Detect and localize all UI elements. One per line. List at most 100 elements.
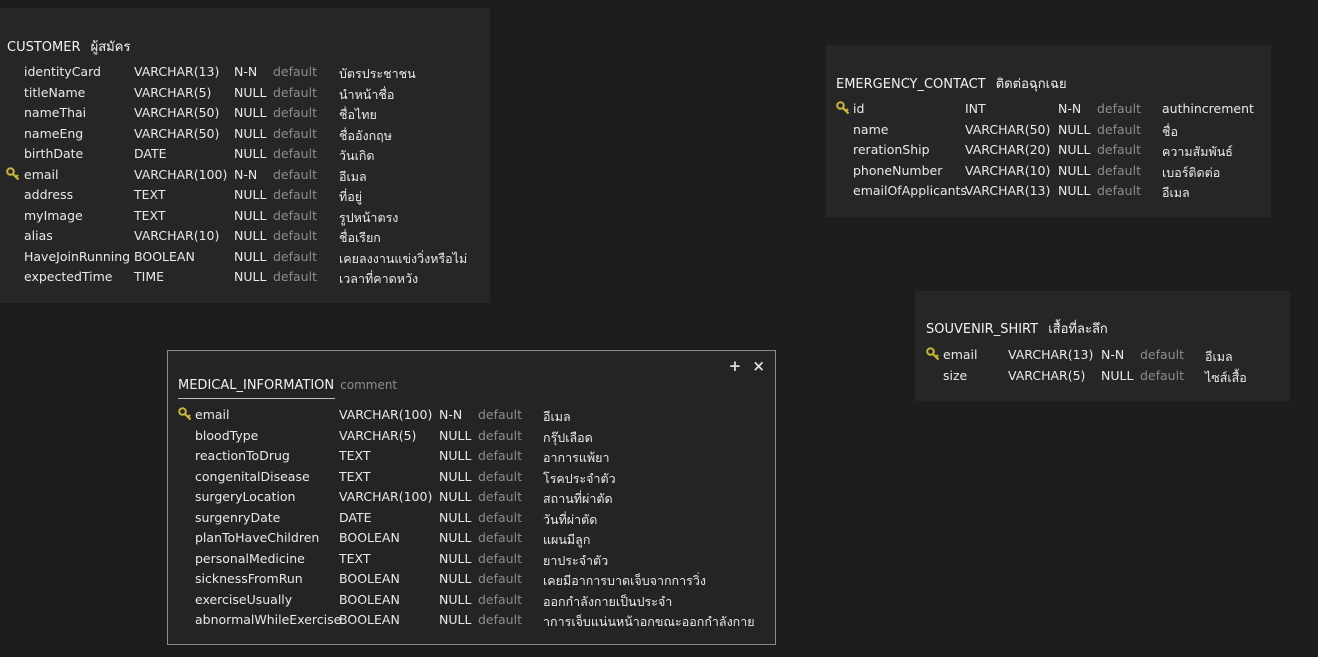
column-comment[interactable]: เคยลงงานแข่งวิ่งหรือไม่	[339, 250, 468, 266]
column-comment[interactable]: ชื่ออังกฤษ	[339, 127, 392, 143]
column-default[interactable]: default	[273, 207, 317, 223]
table-comment[interactable]: ผู้สมัคร	[90, 40, 131, 55]
column-comment[interactable]: วันเกิด	[339, 148, 375, 163]
column-type[interactable]: VARCHAR(13)	[1008, 347, 1094, 362]
column-name[interactable]: email	[195, 407, 230, 422]
column-name[interactable]: identityCard	[24, 64, 101, 79]
column-default[interactable]: default	[273, 166, 317, 182]
column-comment[interactable]: วันที่ผ่าตัด	[543, 511, 598, 527]
column-type[interactable]: VARCHAR(5)	[1008, 367, 1086, 383]
column-name[interactable]: HaveJoinRunning	[24, 248, 131, 264]
column-default[interactable]: default	[273, 146, 317, 161]
column-comment[interactable]: ชื่อ	[1162, 123, 1178, 139]
column-type[interactable]: TEXT	[134, 187, 166, 202]
column-type[interactable]: DATE	[339, 509, 372, 525]
column-nullable[interactable]: NULL	[234, 105, 267, 120]
column-nullable[interactable]: NULL	[439, 489, 472, 504]
column-comment[interactable]: เวลาที่คาดหวัง	[339, 271, 419, 286]
column-type[interactable]: VARCHAR(5)	[134, 84, 212, 100]
column-default[interactable]: default	[273, 187, 317, 202]
column-nullable[interactable]: NULL	[234, 207, 267, 223]
column-default[interactable]: default	[1140, 347, 1184, 362]
column-nullable[interactable]: NULL	[439, 612, 472, 627]
column-nullable[interactable]: NULL	[234, 228, 267, 243]
column-default[interactable]: default	[478, 509, 522, 525]
column-name[interactable]: name	[853, 121, 889, 137]
column-type[interactable]: BOOLEAN	[339, 612, 400, 627]
column-comment[interactable]: โรคประจำตัว	[543, 470, 616, 486]
column-name[interactable]: address	[24, 187, 74, 202]
column-type[interactable]: VARCHAR(13)	[134, 64, 220, 79]
column-nullable[interactable]: NULL	[439, 427, 472, 443]
column-default[interactable]: default	[273, 248, 317, 264]
column-nullable[interactable]: NULL	[1058, 142, 1091, 157]
column-default[interactable]: default	[478, 489, 522, 504]
column-type[interactable]: TIME	[134, 269, 165, 284]
column-comment[interactable]: ออกกำลังกายเป็นประจำ	[543, 593, 673, 609]
column-type[interactable]: TEXT	[339, 550, 371, 566]
column-type[interactable]: VARCHAR(20)	[965, 142, 1051, 157]
column-type[interactable]: VARCHAR(50)	[965, 121, 1051, 137]
column-default[interactable]: default	[273, 125, 317, 141]
column-nullable[interactable]: N-N	[234, 64, 258, 79]
column-name[interactable]: surgeryLocation	[195, 489, 296, 504]
column-name[interactable]: bloodType	[195, 427, 259, 443]
table-name[interactable]: SOUVENIR_SHIRT	[926, 322, 1039, 337]
column-name[interactable]: personalMedicine	[195, 550, 305, 566]
column-name[interactable]: phoneNumber	[853, 162, 943, 178]
column-type[interactable]: BOOLEAN	[134, 248, 195, 264]
column-name[interactable]: planToHaveChildren	[195, 530, 320, 545]
column-default[interactable]: default	[478, 550, 522, 566]
column-type[interactable]: VARCHAR(50)	[134, 125, 220, 141]
column-default[interactable]: default	[273, 84, 317, 100]
column-type[interactable]: INT	[965, 101, 986, 116]
column-default[interactable]: default	[478, 571, 522, 586]
column-nullable[interactable]: NULL	[234, 269, 267, 284]
column-name[interactable]: expectedTime	[24, 269, 113, 284]
column-comment[interactable]: รูปหน้าตรง	[339, 209, 399, 225]
column-name[interactable]: birthDate	[24, 146, 84, 161]
column-comment[interactable]: อาการแพ้ยา	[543, 450, 610, 465]
column-nullable[interactable]: NULL	[234, 248, 267, 264]
column-name[interactable]: rerationShip	[853, 142, 930, 157]
column-comment[interactable]: ชื่อเรียก	[339, 230, 381, 245]
column-default[interactable]: default	[1097, 142, 1141, 157]
column-default[interactable]: default	[478, 591, 522, 607]
column-name[interactable]: sicknessFromRun	[195, 571, 303, 586]
column-type[interactable]: BOOLEAN	[339, 591, 400, 607]
column-name[interactable]: abnormalWhileExercise	[195, 612, 342, 627]
table-comment[interactable]: ติดต่อฉุกเฉย	[995, 77, 1067, 92]
column-type[interactable]: VARCHAR(10)	[965, 162, 1051, 178]
column-nullable[interactable]: NULL	[234, 84, 267, 100]
add-column-button[interactable]: +	[728, 357, 742, 375]
column-nullable[interactable]: N-N	[1058, 101, 1082, 116]
column-name[interactable]: alias	[24, 228, 53, 243]
table-comment-input[interactable]: comment	[340, 378, 398, 392]
column-comment[interactable]: เคยมีอาการบาดเจ็บจากการวิ่ง	[543, 573, 706, 588]
column-type[interactable]: TEXT	[134, 207, 166, 223]
column-type[interactable]: VARCHAR(10)	[134, 228, 220, 243]
column-name[interactable]: size	[943, 367, 968, 383]
column-nullable[interactable]: NULL	[439, 571, 472, 586]
column-comment[interactable]: นำหน้าชื่อ	[339, 86, 395, 102]
column-nullable[interactable]: NULL	[1101, 367, 1134, 383]
column-name[interactable]: reactionToDrug	[195, 448, 290, 463]
column-comment[interactable]: กรุ๊ปเลือด	[543, 429, 593, 445]
column-name[interactable]: emailOfApplicants	[853, 183, 967, 198]
column-comment[interactable]: ไซส์เสื้อ	[1205, 369, 1247, 385]
